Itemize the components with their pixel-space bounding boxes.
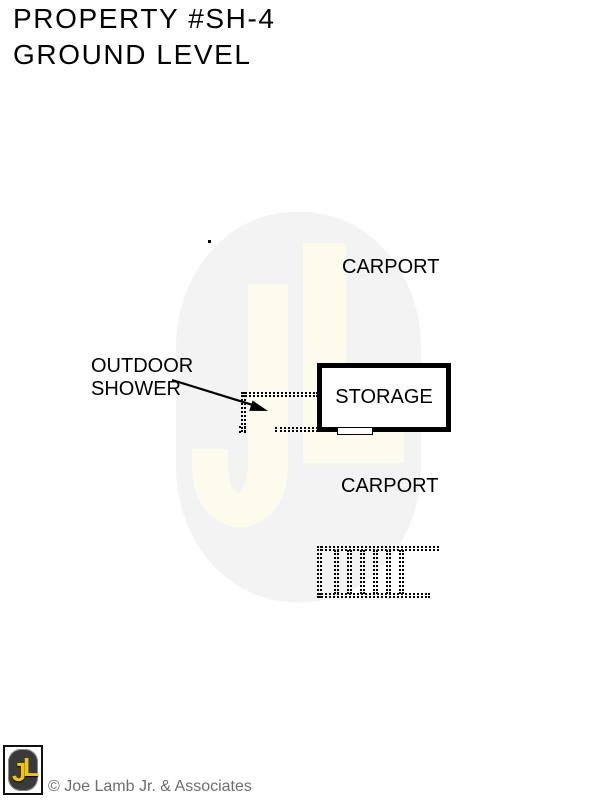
shower-enclosure-left (241, 392, 246, 432)
carport-upper-label: CARPORT (342, 256, 440, 278)
page-title-line1: PROPERTY #SH-4 (13, 3, 276, 34)
outdoor-shower-label-line1: OUTDOOR (91, 355, 194, 377)
page-title: PROPERTY #SH-4 GROUND LEVEL (13, 1, 276, 73)
stair-tread (347, 550, 352, 594)
page-title-line2: GROUND LEVEL (13, 39, 252, 70)
stair-tread (386, 550, 391, 594)
survey-dot (208, 240, 211, 243)
storage-door (337, 427, 373, 435)
copyright-text: © Joe Lamb Jr. & Associates (48, 778, 252, 795)
stair-tread (334, 550, 339, 594)
jl-logo: J L (3, 745, 43, 795)
stairs-bottom-edge (318, 593, 430, 598)
shower-enclosure-corner (239, 426, 246, 433)
watermark-letter-j (192, 284, 288, 528)
jl-logo-badge: J L (8, 749, 39, 791)
storage-room: STORAGE (317, 363, 451, 432)
stair-tread (373, 550, 378, 594)
stairs-left-edge (317, 546, 322, 598)
outdoor-shower-label: OUTDOOR SHOWER (91, 355, 193, 401)
carport-lower-label: CARPORT (341, 475, 439, 497)
stair-tread (360, 550, 365, 594)
jl-logo-letter-j: J (12, 757, 27, 787)
outdoor-shower-label-line2: SHOWER (91, 378, 181, 400)
storage-label: STORAGE (335, 386, 433, 408)
stairs-top-edge (317, 546, 439, 551)
shower-enclosure-top (242, 392, 318, 397)
stair-tread (399, 550, 404, 594)
jl-logo-letter-l: L (23, 752, 39, 782)
shower-enclosure-bottom (275, 427, 318, 432)
